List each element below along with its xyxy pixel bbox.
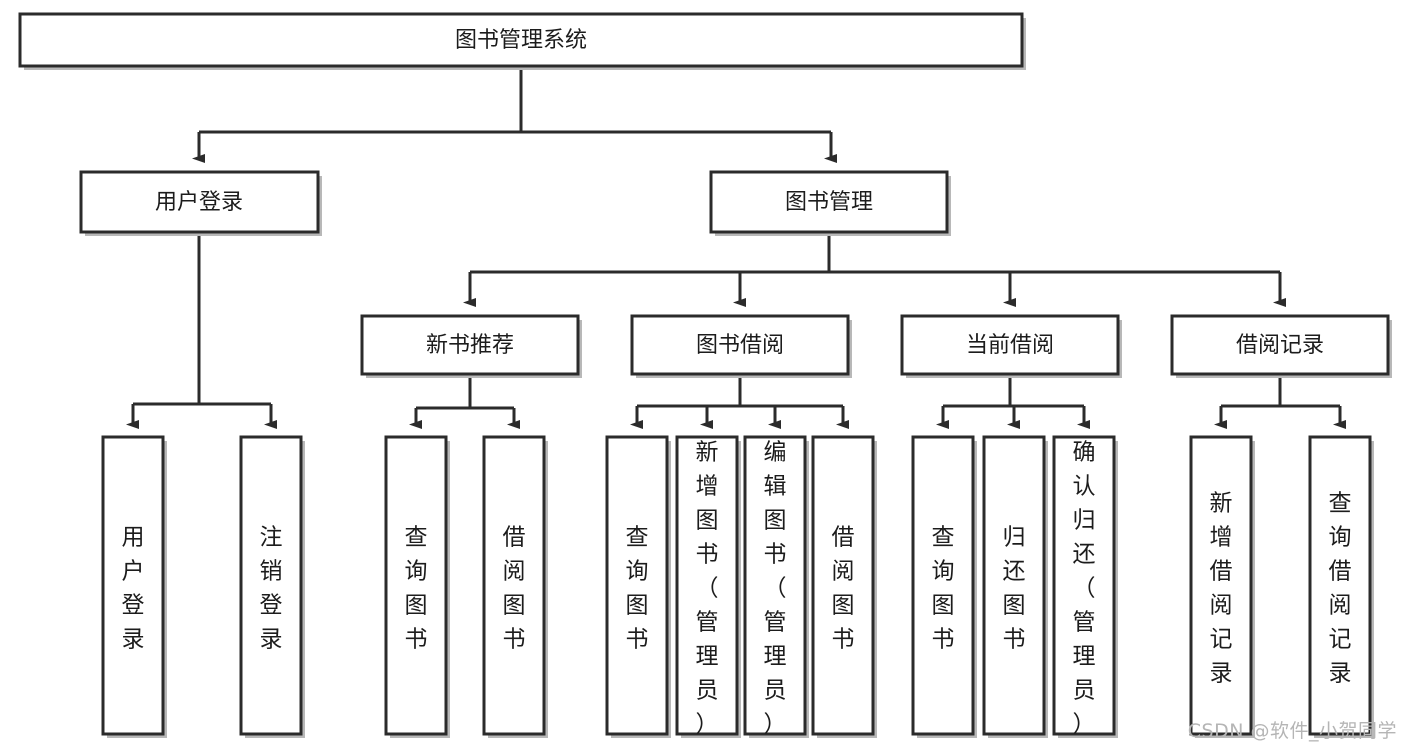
csdn-watermark: CSDN @软件_小贺同学 bbox=[1187, 720, 1397, 742]
node-user-login-label: 用户登录 bbox=[155, 190, 243, 215]
leaf-add-record-label: 新增借阅记录 bbox=[1210, 491, 1233, 687]
leaf-add-book[interactable]: 新增图书（管理员） bbox=[675, 435, 741, 738]
node-user-login[interactable]: 用户登录 bbox=[79, 170, 322, 236]
node-current-borrow[interactable]: 当前借阅 bbox=[900, 314, 1122, 378]
leaf-add-book-label: 新增图书（管理员） bbox=[696, 440, 719, 738]
node-root-label: 图书管理系统 bbox=[455, 28, 587, 53]
connectors bbox=[126, 66, 1346, 429]
leaf-borrow-book-2[interactable]: 借阅图书 bbox=[811, 435, 877, 738]
leaf-confirm-return-label: 确认归还（管理员） bbox=[1073, 440, 1096, 738]
node-new-book-recommend-label: 新书推荐 bbox=[426, 333, 514, 358]
leaf-return-book-label: 归还图书 bbox=[1003, 525, 1026, 653]
leaf-edit-book-label: 编辑图书（管理员） bbox=[764, 440, 787, 738]
node-borrow-record-label: 借阅记录 bbox=[1236, 333, 1324, 358]
leaf-edit-book[interactable]: 编辑图书（管理员） bbox=[743, 435, 809, 738]
leaf-query-record[interactable]: 查询借阅记录 bbox=[1308, 435, 1374, 738]
leaf-query-book-1-label: 查询图书 bbox=[405, 525, 428, 653]
leaf-borrow-book-1[interactable]: 借阅图书 bbox=[482, 435, 548, 738]
node-book-borrow[interactable]: 图书借阅 bbox=[630, 314, 852, 378]
leaf-query-book-1[interactable]: 查询图书 bbox=[384, 435, 450, 738]
leaf-user-login[interactable]: 用户登录 bbox=[101, 435, 167, 738]
leaf-confirm-return[interactable]: 确认归还（管理员） bbox=[1052, 435, 1118, 738]
leaf-user-logout-label: 注销登录 bbox=[260, 525, 283, 653]
leaf-query-book-3-label: 查询图书 bbox=[932, 525, 955, 653]
leaf-user-logout[interactable]: 注销登录 bbox=[239, 435, 305, 738]
leaf-borrow-book-1-label: 借阅图书 bbox=[503, 525, 526, 653]
leaf-query-book-2-label: 查询图书 bbox=[626, 525, 649, 653]
node-root[interactable]: 图书管理系统 bbox=[18, 12, 1026, 70]
leaf-nodes: 用户登录 注销登录 查询图书 借阅图书 查询图书 bbox=[101, 435, 1374, 738]
node-borrow-record[interactable]: 借阅记录 bbox=[1170, 314, 1392, 378]
leaf-borrow-book-2-label: 借阅图书 bbox=[832, 525, 855, 653]
leaf-return-book[interactable]: 归还图书 bbox=[982, 435, 1048, 738]
node-book-manage[interactable]: 图书管理 bbox=[709, 170, 951, 236]
node-book-manage-label: 图书管理 bbox=[785, 190, 873, 215]
leaf-query-book-3[interactable]: 查询图书 bbox=[911, 435, 977, 738]
leaf-query-book-2[interactable]: 查询图书 bbox=[605, 435, 671, 738]
node-new-book-recommend[interactable]: 新书推荐 bbox=[360, 314, 582, 378]
leaf-query-record-label: 查询借阅记录 bbox=[1329, 491, 1352, 687]
leaf-add-record[interactable]: 新增借阅记录 bbox=[1189, 435, 1255, 738]
leaf-user-login-label: 用户登录 bbox=[122, 525, 145, 653]
node-book-borrow-label: 图书借阅 bbox=[696, 333, 784, 358]
node-current-borrow-label: 当前借阅 bbox=[966, 333, 1054, 358]
